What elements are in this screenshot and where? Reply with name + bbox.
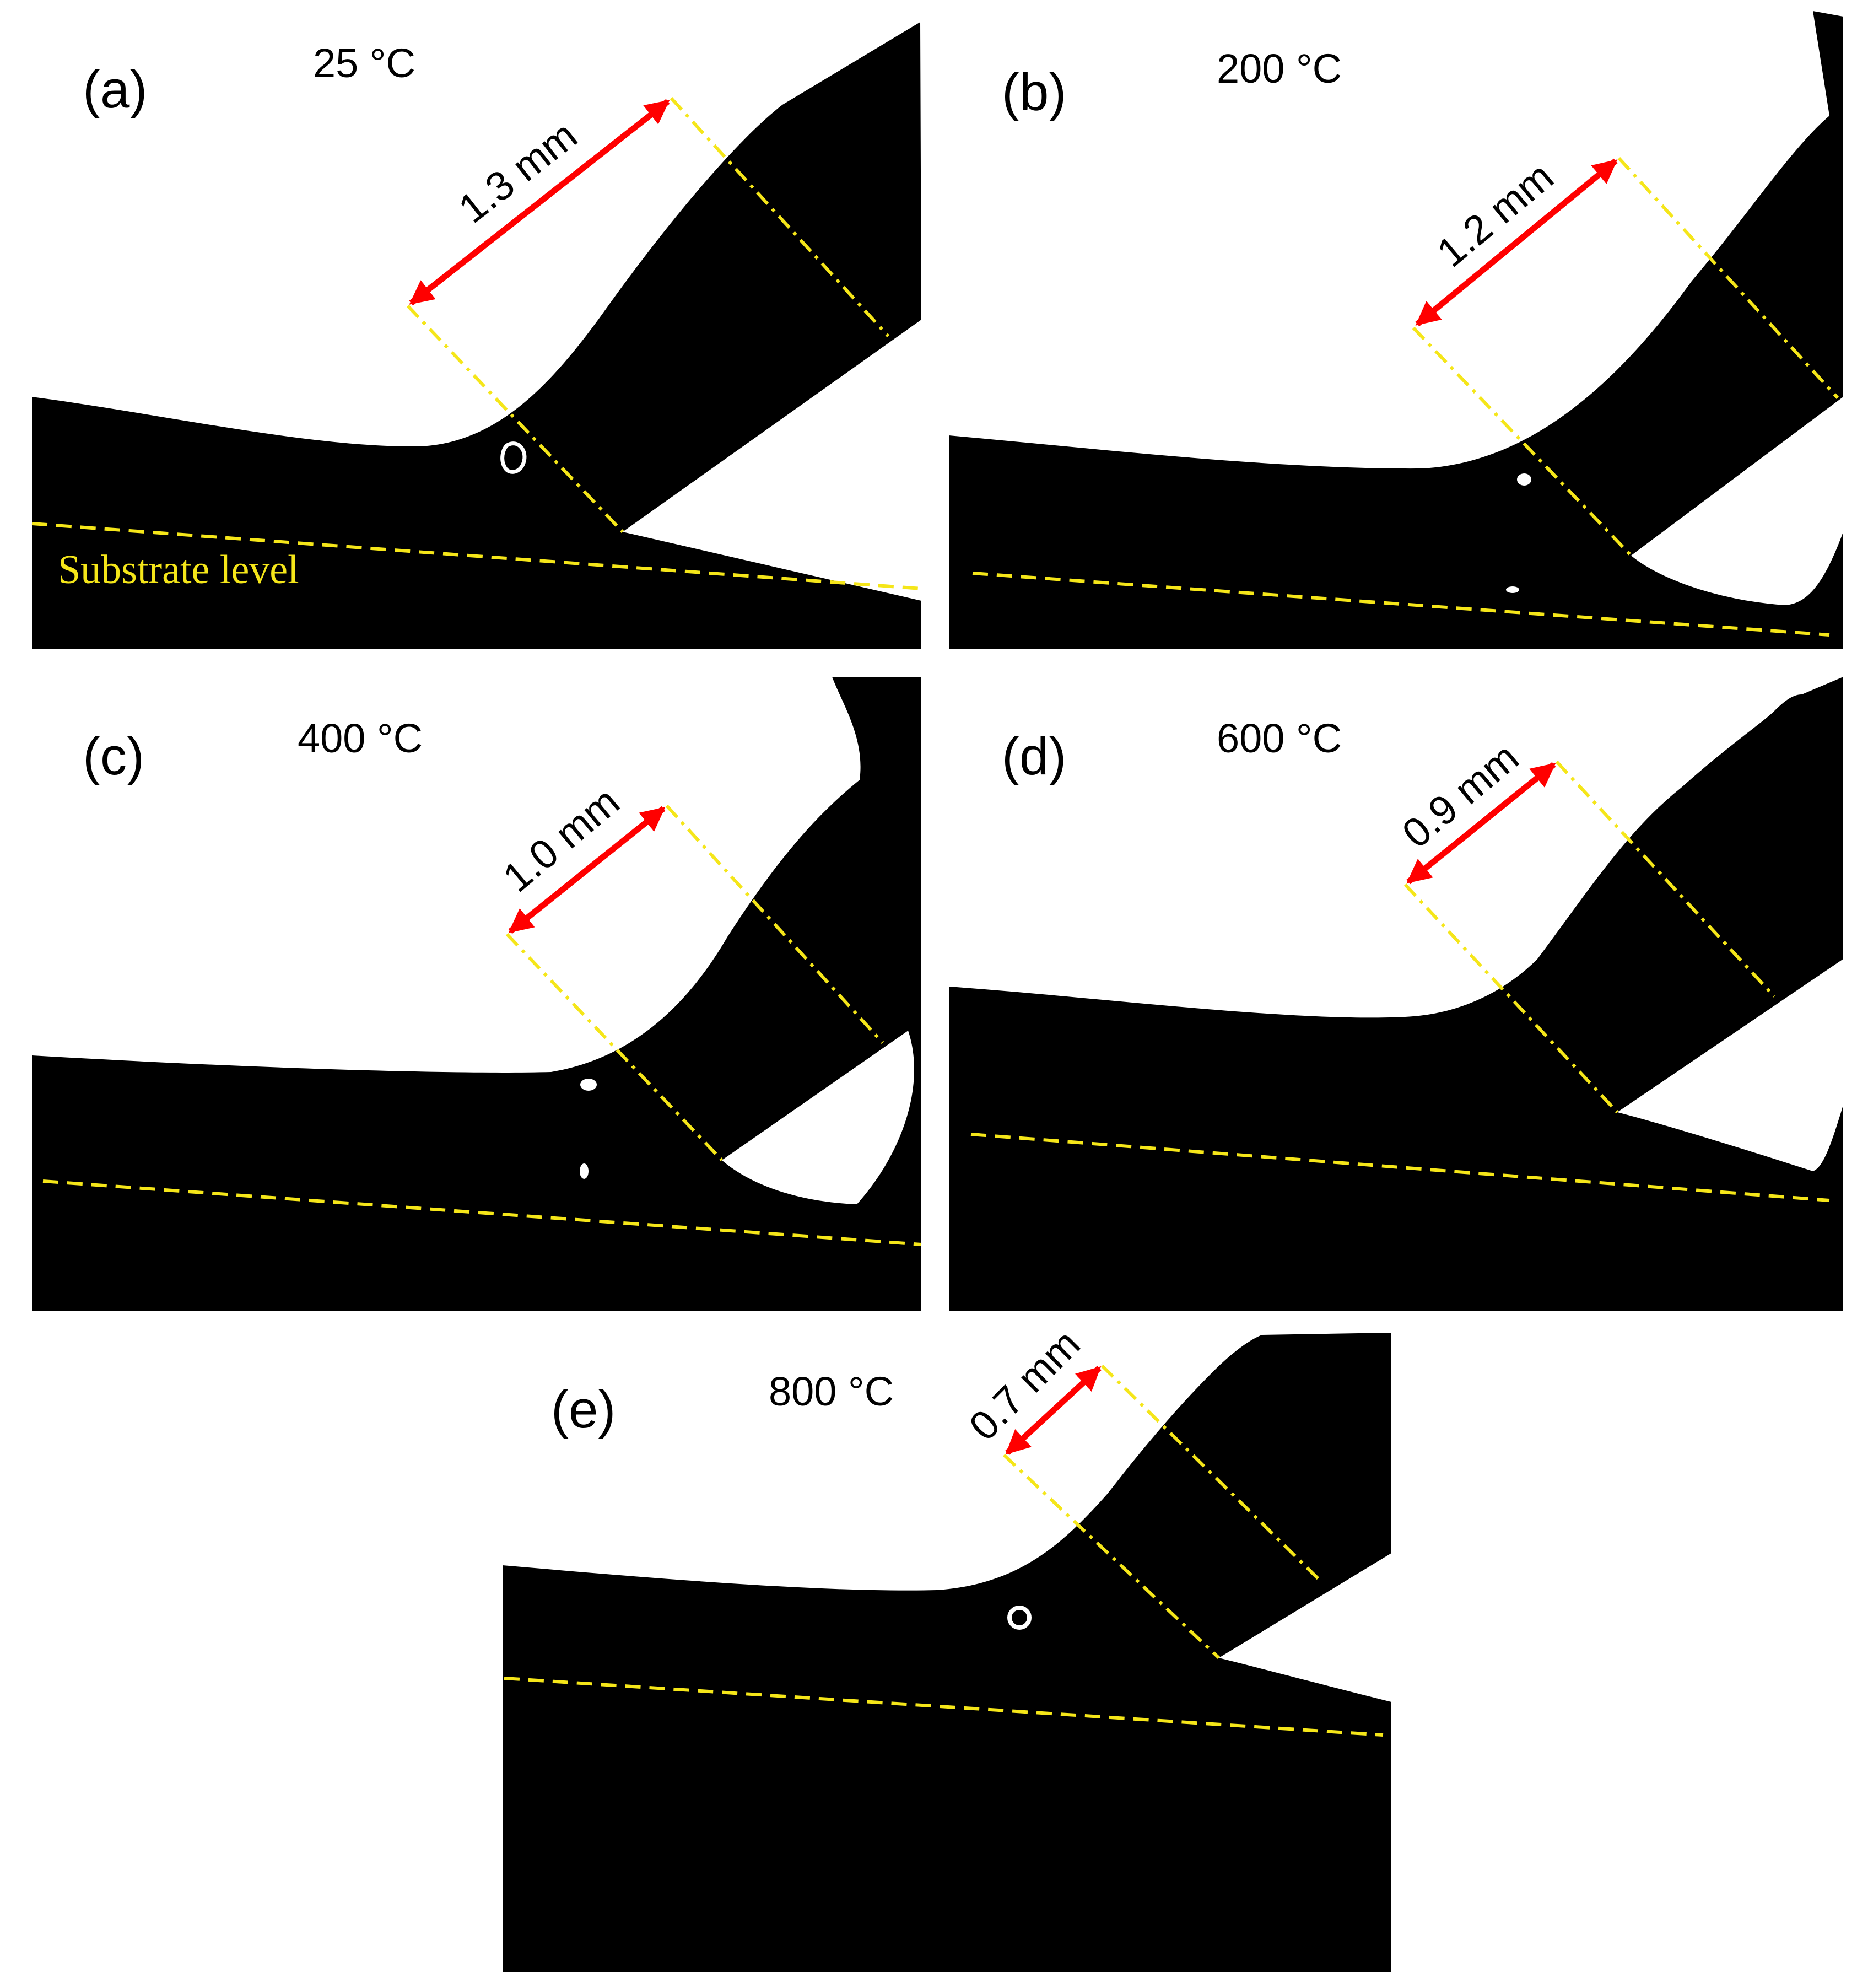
width-label: 1.3 mm (450, 112, 586, 231)
panel-d: (d) 600 °C 0.9 mm (949, 677, 1843, 1311)
white-gap (1219, 1553, 1391, 1702)
guide-line-lower (1002, 1453, 1221, 1660)
substrate-label: Substrate level (58, 547, 299, 592)
panel-label: (c) (83, 727, 144, 786)
width-arrow (508, 806, 666, 934)
guide-line-upper (1617, 157, 1839, 400)
guide-line-lower (1412, 326, 1633, 557)
guide-line-upper (665, 804, 884, 1044)
panel-label: (e) (551, 1380, 616, 1439)
sample-cross-section (949, 11, 1843, 649)
substrate-level-line (31, 522, 922, 590)
substrate-level-line (970, 1133, 1830, 1202)
pore (500, 441, 527, 474)
pore (1517, 473, 1531, 486)
guide-line-upper (1100, 1364, 1324, 1585)
width-arrow (1406, 762, 1556, 885)
sample-cross-section (32, 677, 921, 1311)
guide-line-upper (1555, 760, 1776, 998)
width-label: 0.7 mm (960, 1321, 1089, 1449)
pore (1007, 1606, 1032, 1630)
substrate-level-line (504, 1677, 1384, 1737)
temperature-label: 200 °C (1217, 46, 1342, 91)
temperature-label: 600 °C (1217, 715, 1342, 761)
width-arrow (409, 99, 670, 306)
panel-c: (c) 400 °C 1.0 mm (32, 677, 922, 1311)
white-gap (1617, 959, 1843, 1171)
width-arrow (1415, 158, 1618, 327)
guide-line-lower (1403, 883, 1619, 1114)
white-gap (722, 1031, 914, 1204)
substrate-level-line (972, 572, 1830, 637)
panel-e: (e) 800 °C 0.7 mm (503, 1321, 1391, 1972)
sample-cross-section (32, 22, 921, 649)
guide-line-lower (406, 304, 624, 534)
panel-label: (b) (1002, 63, 1066, 122)
panel-label: (a) (83, 60, 147, 119)
white-gap (1631, 397, 1843, 605)
temperature-label: 25 °C (313, 40, 415, 86)
panel-a: (a) 25 °C 1.3 mm Substrate level (31, 22, 922, 649)
panel-label: (d) (1002, 727, 1066, 786)
pore (580, 1079, 597, 1091)
guide-line-lower (505, 933, 724, 1162)
substrate-level-line (42, 1179, 922, 1246)
guide-line-upper (670, 96, 890, 338)
width-arrow (1005, 1365, 1102, 1456)
temperature-label: 400 °C (298, 715, 423, 761)
sample-cross-section (949, 677, 1843, 1311)
temperature-label: 800 °C (769, 1369, 894, 1414)
pore (580, 1163, 589, 1179)
pore (1506, 586, 1519, 593)
sample-cross-section (503, 1333, 1391, 1972)
panel-b: (b) 200 °C 1.2 mm (949, 11, 1843, 649)
width-label: 1.0 mm (494, 778, 628, 901)
